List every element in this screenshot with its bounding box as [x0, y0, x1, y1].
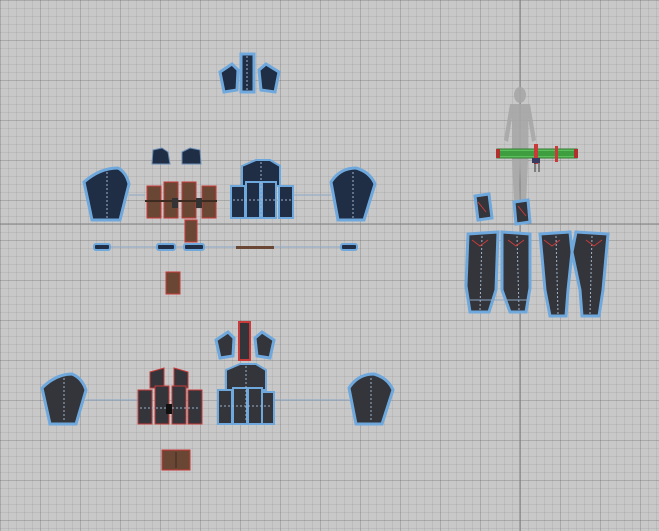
pattern-piece-sleeve-right-top[interactable]	[329, 166, 377, 222]
pattern-piece-bands-top[interactable]	[93, 243, 358, 251]
pattern-piece-collar-small[interactable]	[151, 147, 202, 165]
pattern-piece-pocket-bottom[interactable]	[161, 449, 191, 471]
pattern-piece-body-top[interactable]	[230, 159, 294, 219]
pattern-piece-collar-bottom[interactable]	[214, 321, 276, 361]
pattern-piece-collar-top[interactable]	[218, 52, 281, 94]
pattern-piece-lining-top[interactable]	[145, 181, 217, 219]
pattern-piece-pants-back[interactable]	[538, 230, 610, 318]
pattern-piece-waistband[interactable]	[473, 192, 532, 226]
pattern-piece-sleeve-left-top[interactable]	[82, 166, 131, 222]
pattern-piece-body-bottom[interactable]	[217, 363, 275, 425]
arrangement-pin-icon[interactable]	[496, 144, 578, 172]
pattern-piece-pocket-top[interactable]	[165, 219, 198, 295]
pattern-piece-sleeve-right-bottom[interactable]	[347, 372, 395, 426]
pattern-piece-sleeve-left-bottom[interactable]	[40, 372, 88, 426]
pattern-piece-pants-front[interactable]	[464, 230, 532, 314]
pattern-piece-lining-bottom[interactable]	[137, 367, 203, 425]
